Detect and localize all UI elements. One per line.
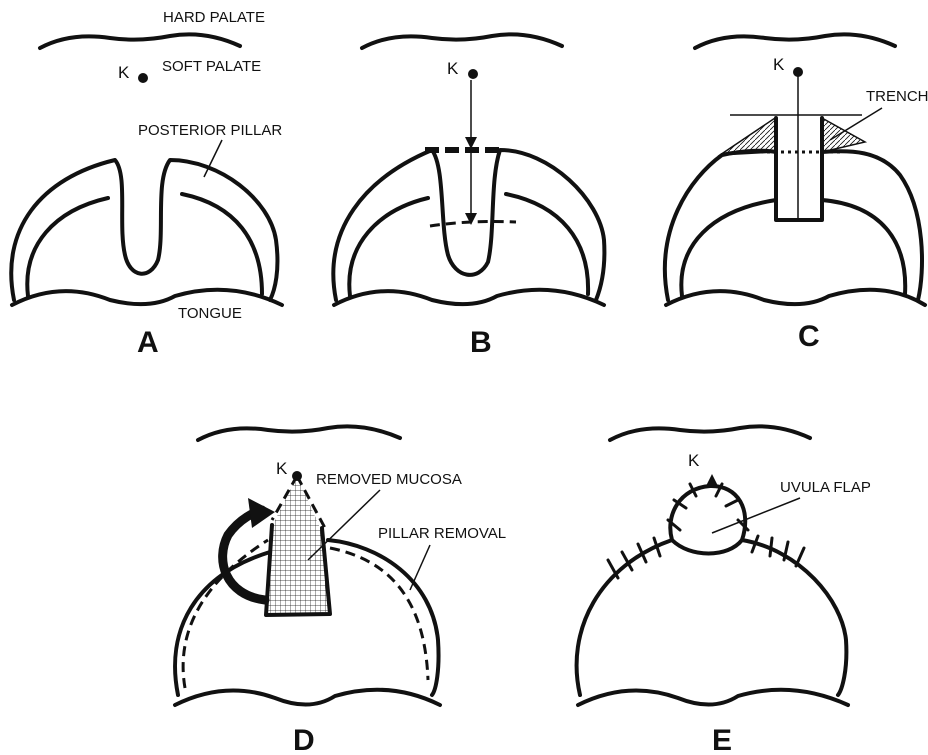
hard-palate-line bbox=[362, 34, 562, 48]
panel-label-c: C bbox=[798, 320, 820, 353]
removed-mucosa-area bbox=[266, 476, 330, 615]
k-label: K bbox=[276, 459, 288, 478]
uvula-flap bbox=[670, 486, 745, 554]
panel-label-e: E bbox=[712, 724, 732, 755]
hard-palate-line bbox=[610, 426, 810, 440]
hard-palate-label: HARD PALATE bbox=[163, 9, 265, 26]
k-label: K bbox=[447, 59, 459, 78]
uvula-stump bbox=[776, 118, 822, 220]
tongue bbox=[666, 290, 925, 305]
uvula-flap-label: UVULA FLAP bbox=[780, 479, 871, 496]
k-label: K bbox=[773, 55, 785, 74]
posterior-pillar-label: POSTERIOR PILLAR bbox=[138, 122, 282, 139]
panel-c: K TRENCH C bbox=[665, 34, 928, 353]
uvula-flap-leader bbox=[712, 498, 800, 533]
panel-a: HARD PALATE K SOFT PALATE POSTERIOR PILL… bbox=[11, 9, 282, 359]
sutures bbox=[608, 484, 804, 578]
panel-label-b: B bbox=[470, 326, 492, 359]
k-point bbox=[468, 69, 478, 79]
outer-arch bbox=[11, 160, 277, 300]
tongue-label: TONGUE bbox=[178, 305, 242, 322]
panel-b: K B bbox=[333, 34, 604, 359]
k-label: K bbox=[118, 63, 130, 82]
panel-d: K REMOVED MUCOSA PILLAR REMOVAL D bbox=[175, 426, 506, 755]
tongue bbox=[578, 690, 848, 705]
hard-palate-line bbox=[40, 34, 240, 48]
trench-label: TRENCH bbox=[866, 88, 928, 105]
hard-palate-line bbox=[695, 34, 895, 48]
tongue bbox=[334, 290, 604, 305]
soft-palate-label: SOFT PALATE bbox=[162, 58, 261, 75]
k-point bbox=[793, 67, 803, 77]
k-point bbox=[138, 73, 148, 83]
tongue bbox=[175, 690, 440, 705]
outer-arch bbox=[577, 540, 847, 695]
tongue bbox=[12, 290, 282, 305]
hard-palate-line bbox=[198, 426, 400, 440]
inner-arch bbox=[681, 200, 905, 296]
panel-label-d: D bbox=[293, 724, 315, 755]
k-label: K bbox=[688, 451, 700, 470]
removed-mucosa-label: REMOVED MUCOSA bbox=[316, 471, 462, 488]
inner-arch bbox=[27, 194, 262, 296]
inner-arch bbox=[349, 194, 588, 296]
panel-label-a: A bbox=[137, 326, 159, 359]
pillar-removal-label: PILLAR REMOVAL bbox=[378, 525, 506, 542]
panel-e: K UVULA FLAP E bbox=[577, 426, 871, 755]
